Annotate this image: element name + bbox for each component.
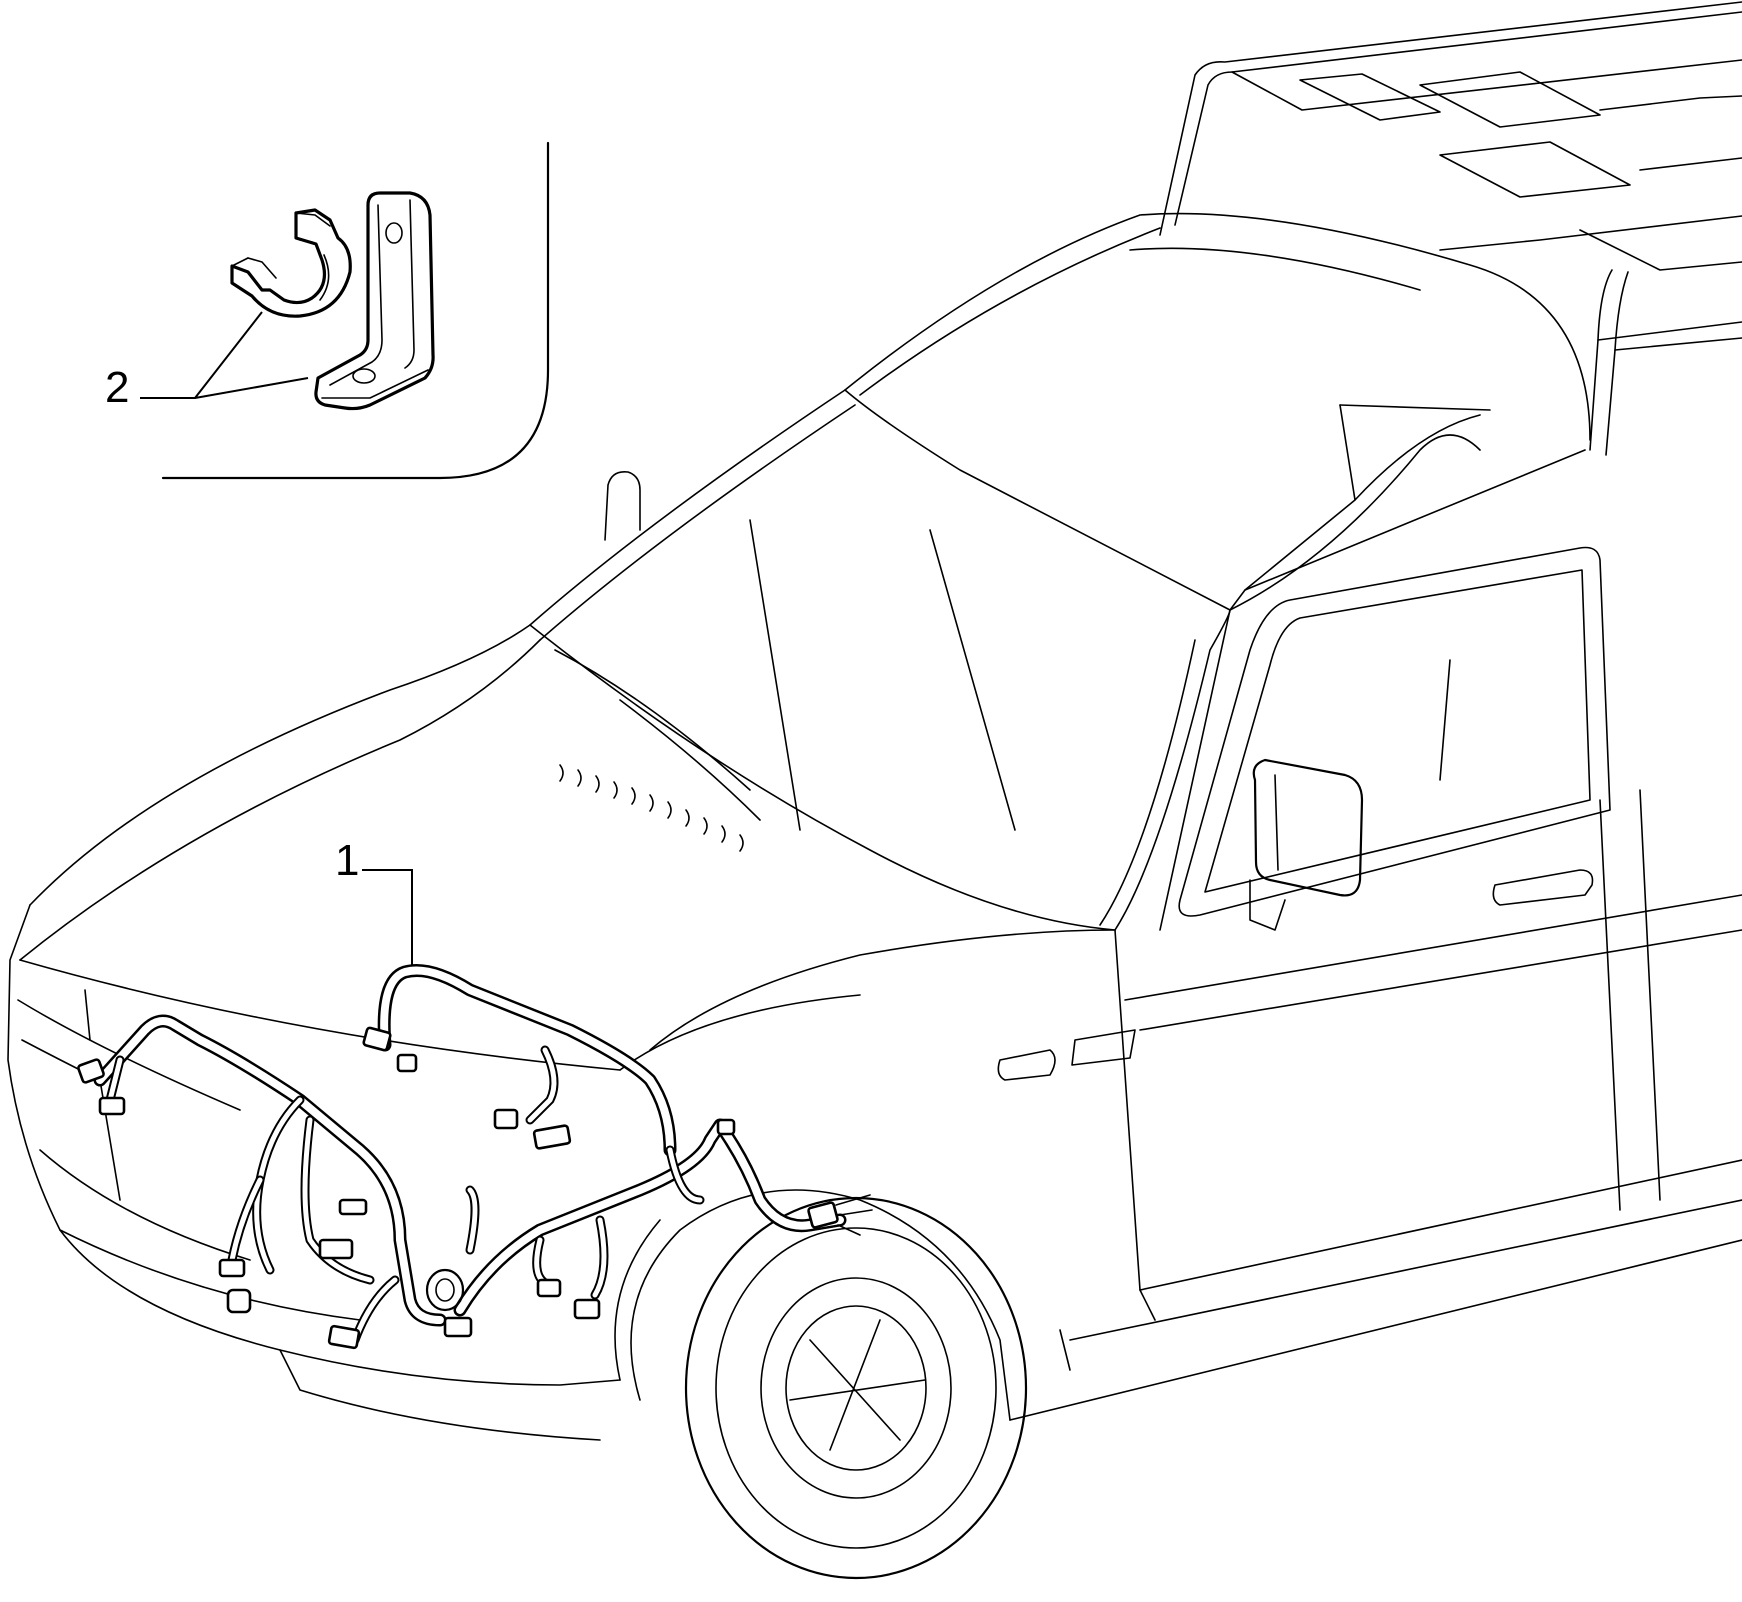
callout-1-number: 1 [335, 836, 359, 885]
bracket-part [314, 191, 435, 411]
clip-part [230, 208, 352, 318]
wiring-harness [77, 963, 873, 1350]
callout-2-leader [140, 311, 309, 399]
callout-1: 1 [335, 836, 413, 965]
inset-panel [161, 141, 550, 480]
callout-1-leader [362, 869, 413, 965]
front-wheel [684, 1196, 1028, 1580]
callout-2-number: 2 [105, 363, 129, 412]
side-mirror [1249, 758, 1364, 931]
hood-vents [559, 764, 744, 852]
vehicle-body [7, 1, 1742, 1580]
callout-2: 2 [105, 311, 309, 412]
inset-border [161, 141, 550, 480]
